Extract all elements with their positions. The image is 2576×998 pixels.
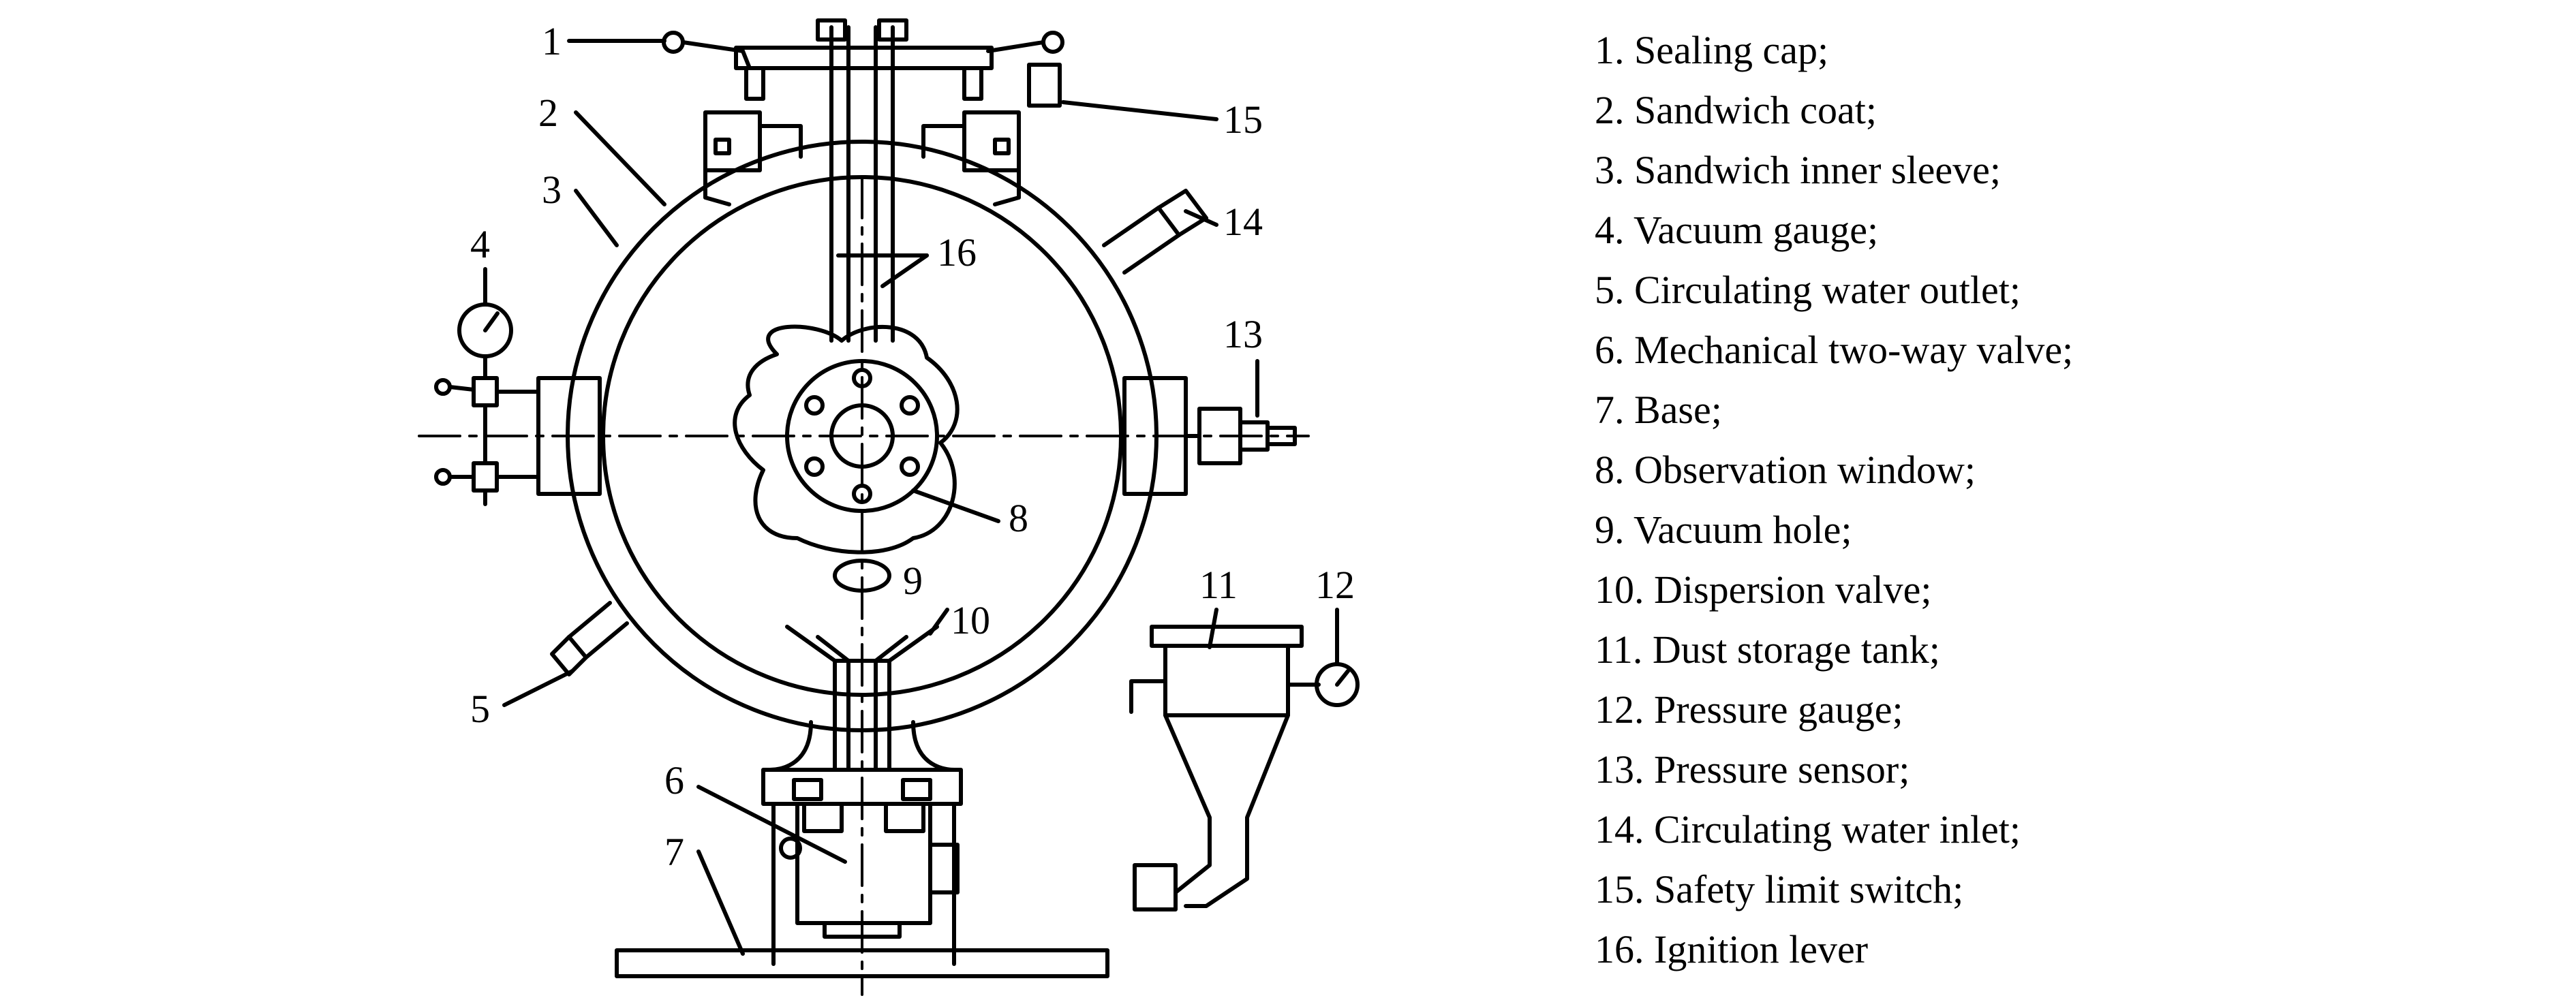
legend-item-9: 9. Vacuum hole; — [1595, 508, 1852, 552]
callout-7: 7 — [664, 830, 684, 874]
legend-item-6: 6. Mechanical two-way valve; — [1595, 328, 2074, 372]
dust-storage-tank — [1163, 644, 1290, 717]
callout-8: 8 — [1009, 496, 1028, 540]
callout-2: 2 — [538, 91, 558, 135]
legend-item-14: 14. Circulating water inlet; — [1595, 807, 2021, 852]
legend-item-8: 8. Observation window; — [1595, 448, 1976, 492]
safety-limit-switch — [1027, 63, 1062, 108]
legend-item-15: 15. Safety limit switch; — [1595, 867, 1964, 911]
callout-13: 13 — [1223, 312, 1263, 356]
callout-6: 6 — [664, 758, 684, 802]
left-top-flange — [703, 110, 762, 172]
callout-10: 10 — [951, 598, 990, 642]
callout-15: 15 — [1223, 97, 1263, 142]
legend-item-1: 1. Sealing cap; — [1595, 28, 1829, 72]
observation-window — [785, 359, 939, 513]
callout-4: 4 — [470, 222, 490, 266]
legend-item-2: 2. Sandwich coat; — [1595, 88, 1877, 132]
callout-11: 11 — [1199, 563, 1238, 607]
left-side-flange — [536, 376, 602, 496]
observation-window-outline — [733, 324, 960, 555]
base — [615, 948, 1109, 978]
legend-item-5: 5. Circulating water outlet; — [1595, 268, 2021, 312]
callout-9: 9 — [903, 559, 923, 603]
legend-item-4: 4. Vacuum gauge; — [1595, 208, 1879, 252]
legend-item-10: 10. Dispersion valve; — [1595, 567, 1932, 612]
callout-16: 16 — [937, 230, 977, 275]
callout-1: 1 — [542, 19, 562, 63]
legend-item-12: 12. Pressure gauge; — [1595, 687, 1903, 732]
legend-item-16: 16. Ignition lever — [1595, 927, 1869, 971]
mechanical-two-way-valve — [795, 802, 932, 925]
dust-storage-tank-lid — [1150, 625, 1304, 648]
circulating-water-outlet — [567, 601, 629, 659]
sealing-cap — [734, 46, 994, 70]
explosion-vessel-diagram: 1 2 3 4 5 6 7 8 9 10 11 12 13 14 15 16 — [418, 18, 1360, 996]
dispersion-valve — [785, 625, 939, 663]
vacuum-hole — [833, 559, 891, 593]
legend: 1. Sealing cap; 2. Sandwich coat; 3. San… — [1595, 0, 2549, 998]
callout-12: 12 — [1315, 563, 1355, 607]
callout-3: 3 — [542, 168, 562, 212]
legend-item-3: 3. Sandwich inner sleeve; — [1595, 148, 2001, 192]
circulating-water-inlet — [1102, 206, 1181, 275]
legend-item-13: 13. Pressure sensor; — [1595, 747, 1910, 792]
legend-item-7: 7. Base; — [1595, 388, 1722, 432]
callout-5: 5 — [470, 687, 490, 731]
callout-14: 14 — [1223, 200, 1263, 244]
legend-item-11: 11. Dust storage tank; — [1595, 627, 1940, 672]
